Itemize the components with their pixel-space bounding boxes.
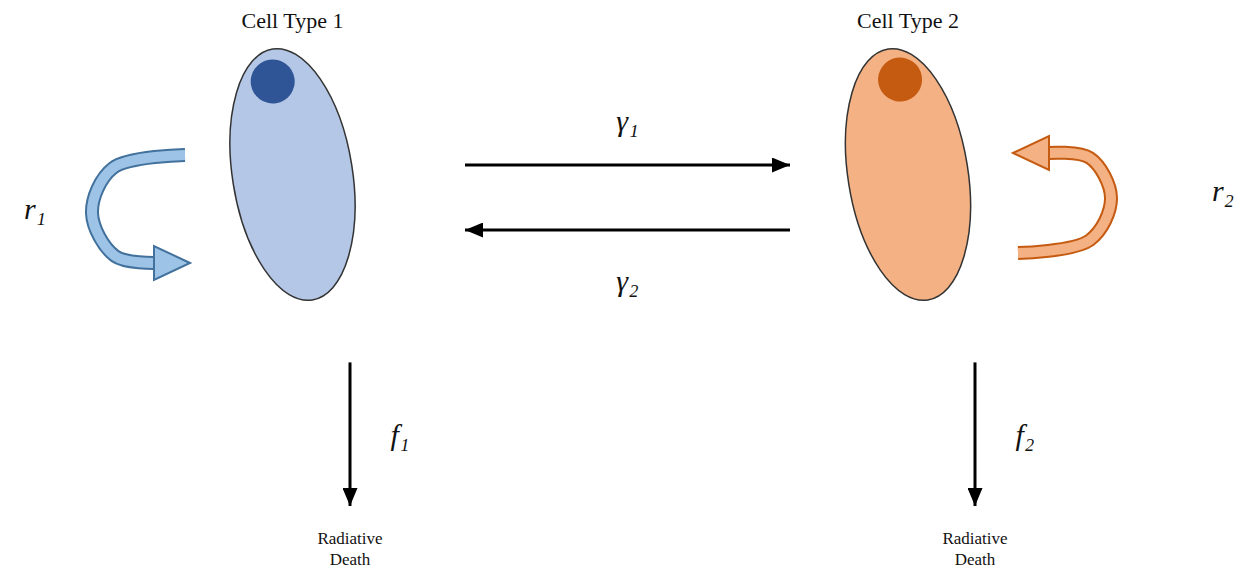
arrow-line <box>465 229 790 232</box>
cell-heading: Cell Type 1 <box>242 8 344 34</box>
rate-label: γ₁ <box>616 104 638 137</box>
outcome-text: Radiative Death <box>930 528 1020 571</box>
cell-type-one: Cell Type 1 <box>225 8 360 307</box>
cell-body-group <box>829 40 987 310</box>
cell-body <box>213 40 371 310</box>
rate-label: r₂ <box>1212 174 1234 207</box>
cell-nucleus <box>248 57 298 107</box>
arrow-outline <box>92 155 185 263</box>
cell-illustration <box>838 42 978 307</box>
arrow-outline <box>1018 153 1111 253</box>
rate-label: f₁ <box>391 418 410 451</box>
arrow-head <box>1013 136 1049 170</box>
rate-label: f₂ <box>1016 418 1035 451</box>
transition-arrow <box>465 165 790 166</box>
death-outcome: Radiative Death <box>305 528 395 571</box>
arrow-line <box>974 362 977 506</box>
arrow-line <box>465 164 790 167</box>
cell-type-two: Cell Type 2 <box>838 8 978 307</box>
death-outcome: Radiative Death <box>930 528 1020 571</box>
cell-heading: Cell Type 2 <box>857 8 959 34</box>
cell-nucleus <box>875 55 925 105</box>
transition-arrow <box>975 362 976 506</box>
self-renewal-arrow <box>92 155 190 280</box>
transition-arrow <box>465 230 790 231</box>
cell-body-group <box>213 40 371 310</box>
arrow-body <box>1018 153 1111 253</box>
cell-illustration <box>225 42 360 307</box>
outcome-text: Radiative Death <box>305 528 395 571</box>
arrow-body <box>92 155 185 263</box>
cell-body <box>829 40 987 310</box>
arrow-line <box>349 362 352 506</box>
arrow-head <box>154 246 190 280</box>
transition-arrow <box>350 362 351 506</box>
rate-label: γ₂ <box>616 264 638 297</box>
self-renewal-arrow <box>1013 136 1111 253</box>
rate-label: r₁ <box>24 192 46 225</box>
